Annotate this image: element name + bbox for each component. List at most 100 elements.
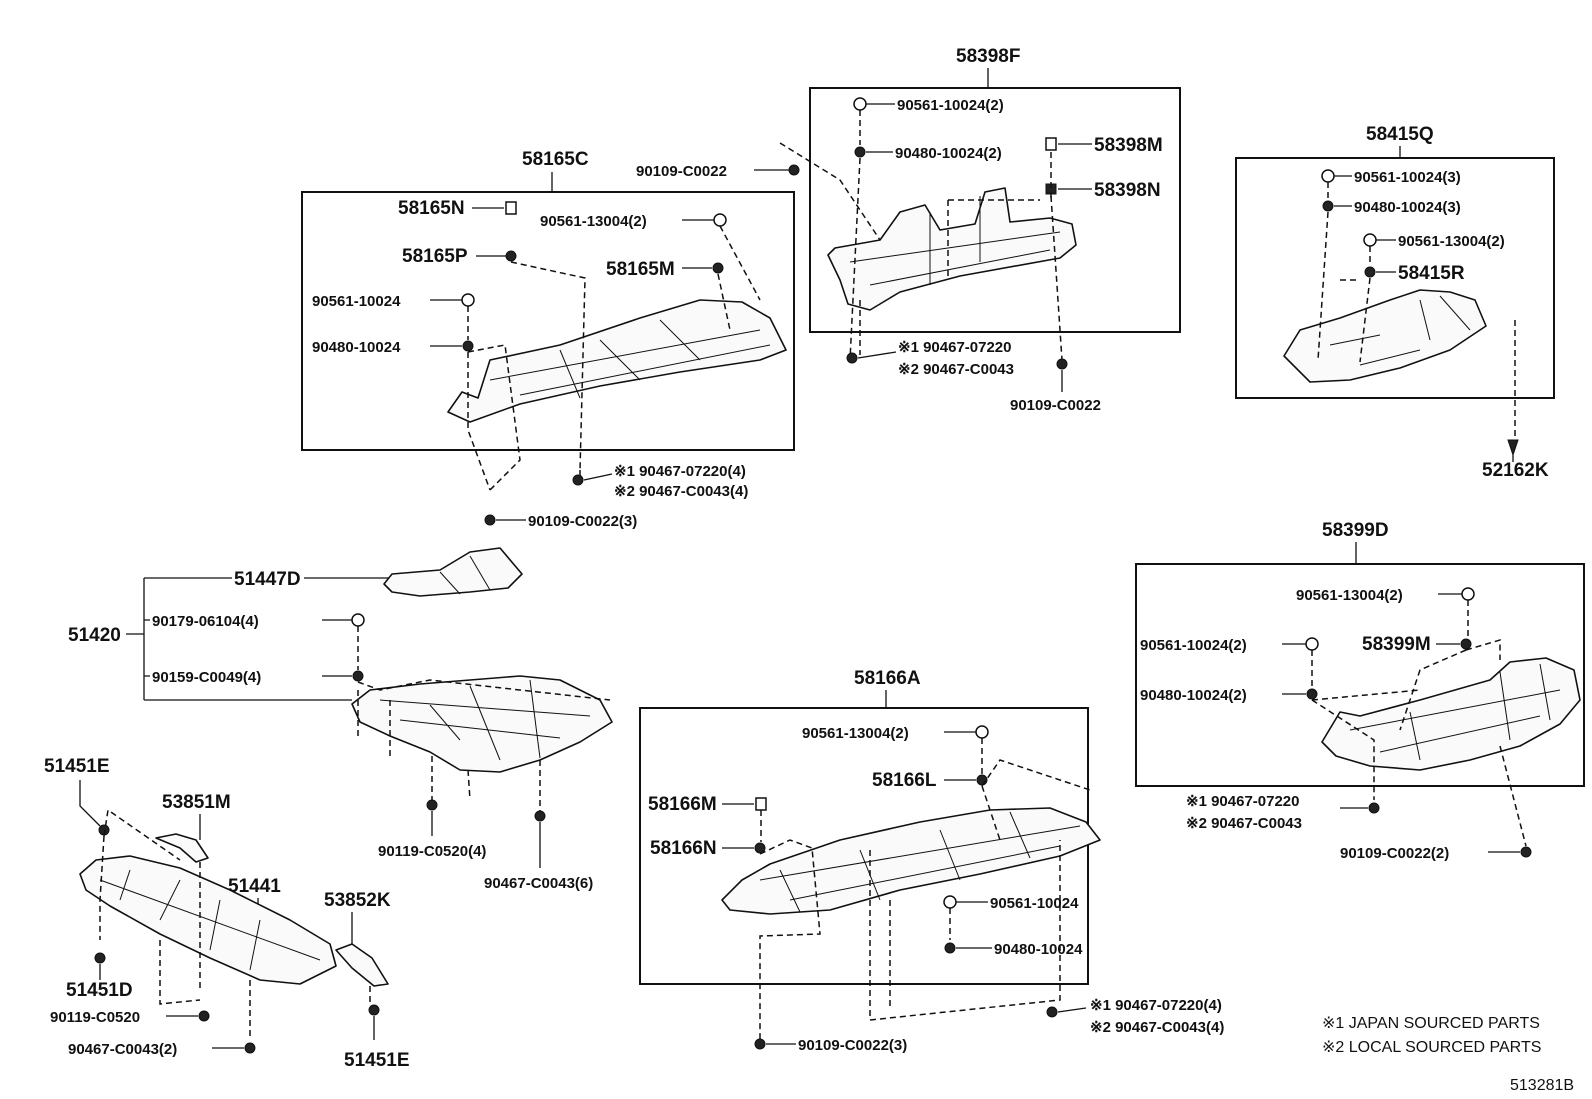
nut-icon [352,670,364,682]
bracket-53852K[interactable] [335,943,389,987]
label-58399D[interactable]: 58399D [1322,520,1389,541]
label-58165C-s2[interactable]: ※2 90467-C0043(4) [614,483,748,500]
clip-icon [713,213,727,227]
label-52162K[interactable]: 52162K [1482,460,1549,481]
label-58165P[interactable]: 58165P [402,246,468,267]
bolt-icon [368,1004,380,1016]
label-90109-C0022[interactable]: 90109-C0022 [636,163,727,180]
nut-icon [1306,688,1318,700]
label-90480-10024[interactable]: 90480-10024 [312,339,401,356]
nut-icon [1460,638,1472,650]
label-90119-C0520-4[interactable]: 90119-C0520(4) [378,843,486,860]
bolt-icon [1520,846,1532,858]
group-58166A: 58166A 90561-13004(2) 58166L 58166M 5816… [639,668,1224,1054]
label-90467-C0043-6[interactable]: 90467-C0043(6) [484,875,593,892]
label-58165M[interactable]: 58165M [606,259,675,280]
plug-icon [505,201,517,215]
bracket-53851M[interactable] [155,833,209,863]
label-90109-C0022-2[interactable]: 90109-C0022(2) [1340,845,1449,862]
label-58415Q[interactable]: 58415Q [1366,124,1434,145]
label-58166N[interactable]: 58166N [650,838,717,859]
label-90480-10024-2[interactable]: 90480-10024(2) [895,145,1002,162]
label-58165N[interactable]: 58165N [398,198,465,219]
label-90480-10024-2-b[interactable]: 90480-10024(2) [1140,687,1247,704]
engine-under-cover-58398F[interactable] [827,187,1077,311]
bolt-icon [788,164,800,176]
label-90561-13004-2-b[interactable]: 90561-13004(2) [1398,233,1505,250]
label-58398F-s1[interactable]: ※1 90467-07220 [898,339,1012,356]
label-90119-C0520[interactable]: 90119-C0520 [50,1009,140,1026]
label-90561-13004-2-c[interactable]: 90561-13004(2) [802,725,909,742]
label-51441[interactable]: 51441 [228,876,281,897]
group-51441: 51451E 53851M 51441 53852K 51451D 90119-… [44,756,410,1071]
group-58398F: 58398F 90561-10024(2) 90480-10024(2) 583… [636,46,1181,414]
bolt-icon [1056,358,1068,370]
label-58166A[interactable]: 58166A [854,668,921,689]
label-90561-13004-2[interactable]: 90561-13004(2) [540,213,647,230]
screw-icon [244,1042,256,1054]
label-51451D[interactable]: 51451D [66,980,133,1001]
engine-under-cover-58415Q[interactable] [1283,289,1487,383]
engine-under-cover-58399D[interactable] [1321,657,1581,771]
label-58166L[interactable]: 58166L [872,770,937,791]
label-58399D-s2[interactable]: ※2 90467-C0043 [1186,815,1302,832]
note-japan-sourced: ※1 JAPAN SOURCED PARTS [1322,1015,1540,1032]
label-58165C-s1[interactable]: ※1 90467-07220(4) [614,463,746,480]
nut-icon [462,340,474,352]
label-58398M[interactable]: 58398M [1094,135,1163,156]
screw-icon [534,810,546,822]
bolt-icon [754,1038,766,1050]
nut-icon [976,774,988,786]
label-90561-10024-2-b[interactable]: 90561-10024(2) [1140,637,1247,654]
label-90179-06104-4[interactable]: 90179-06104(4) [152,613,259,630]
label-90480-10024-b[interactable]: 90480-10024 [994,941,1083,958]
label-51447D[interactable]: 51447D [234,569,301,590]
box-58399D [1135,563,1585,787]
label-58166A-s2[interactable]: ※2 90467-C0043(4) [1090,1019,1224,1036]
engine-under-cover-51441[interactable] [79,855,337,985]
bolt-icon [484,514,496,526]
label-51451E-bottom[interactable]: 51451E [344,1050,410,1071]
label-90109-C0022-3-b[interactable]: 90109-C0022(3) [798,1037,907,1054]
clip-icon [1461,587,1475,601]
label-51451E-top[interactable]: 51451E [44,756,110,777]
clip-icon [351,613,365,627]
label-90561-10024-3[interactable]: 90561-10024(3) [1354,169,1461,186]
label-51420[interactable]: 51420 [68,625,121,646]
clip-icon [1305,637,1319,651]
screw-icon [572,474,584,486]
label-90109-C0022-b[interactable]: 90109-C0022 [1010,397,1101,414]
label-90561-10024[interactable]: 90561-10024 [312,293,401,310]
label-90109-C0022-3[interactable]: 90109-C0022(3) [528,513,637,530]
label-90561-10024-2[interactable]: 90561-10024(2) [897,97,1004,114]
box-58415Q [1235,157,1555,399]
engine-under-cover-51420[interactable] [351,675,613,773]
label-53851M[interactable]: 53851M [162,792,231,813]
label-90159-C0049-4[interactable]: 90159-C0049(4) [152,669,261,686]
guard-51447D[interactable] [383,547,523,597]
nut-icon [854,146,866,158]
clip-icon [1321,169,1335,183]
group-58165C: 58165C 58165N 58165P 90561-13004(2) 5816… [301,149,795,530]
label-58398F[interactable]: 58398F [956,46,1020,67]
clip-icon [853,97,867,111]
plug-icon [1045,137,1057,151]
label-58399D-s1[interactable]: ※1 90467-07220 [1186,793,1300,810]
label-58166A-s1[interactable]: ※1 90467-07220(4) [1090,997,1222,1014]
label-58165C[interactable]: 58165C [522,149,589,170]
label-58399M[interactable]: 58399M [1362,634,1431,655]
label-58166M[interactable]: 58166M [648,794,717,815]
label-53852K[interactable]: 53852K [324,890,391,911]
label-58415R[interactable]: 58415R [1398,263,1465,284]
group-58399D: 58399D 90561-13004(2) 90561-10024(2) 583… [1135,520,1585,862]
clip-icon [943,895,957,909]
label-90480-10024-3[interactable]: 90480-10024(3) [1354,199,1461,216]
label-58398N[interactable]: 58398N [1094,180,1161,201]
engine-under-cover-58165C[interactable] [447,299,787,423]
label-90561-10024-b[interactable]: 90561-10024 [990,895,1079,912]
box-58398F [809,87,1181,333]
label-90561-13004-2-d[interactable]: 90561-13004(2) [1296,587,1403,604]
label-90467-C0043-2[interactable]: 90467-C0043(2) [68,1041,177,1058]
label-58398F-s2[interactable]: ※2 90467-C0043 [898,361,1014,378]
